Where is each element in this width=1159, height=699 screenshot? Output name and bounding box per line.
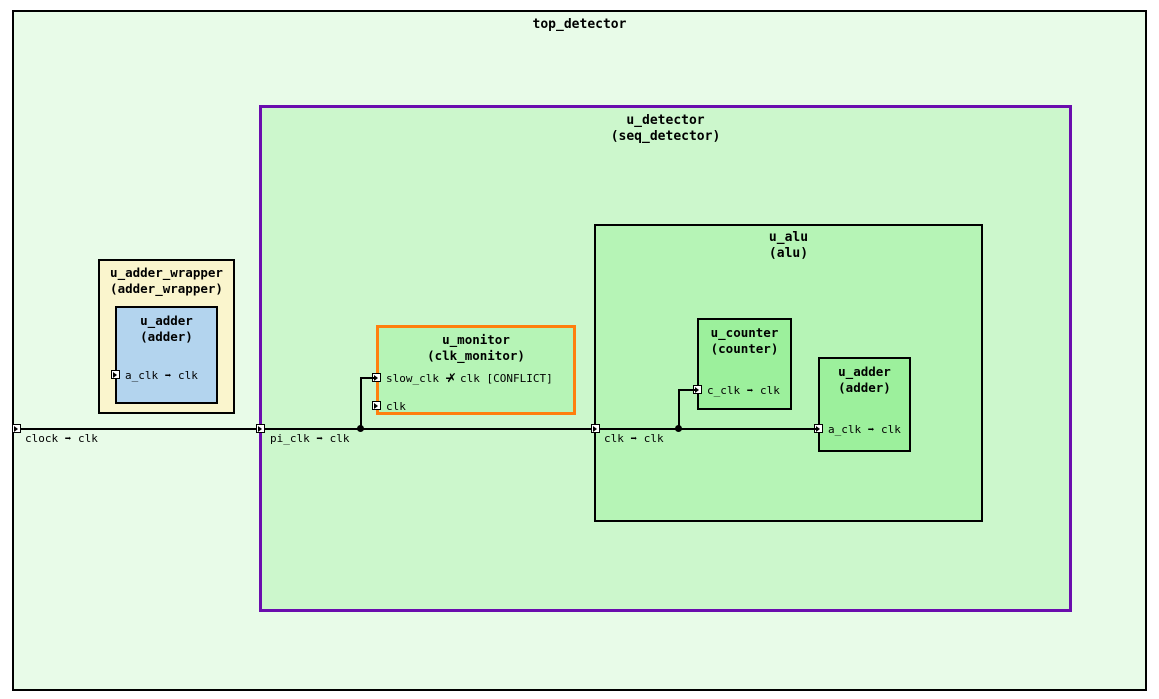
block-wrapper-u-adder-subtitle: (adder): [140, 329, 193, 344]
wire-branch-monitor-horizontal: [360, 377, 374, 379]
signal-label-alu-adder-a-clk: a_clk ➡ clk: [828, 423, 901, 436]
wire-branch-counter-vertical: [678, 389, 680, 429]
block-u-detector-subtitle: (seq_detector): [610, 129, 721, 144]
wire-branch-counter-horizontal: [678, 389, 695, 391]
conflict-x-icon: ✗: [447, 368, 457, 386]
wire-branch-monitor-vertical: [360, 378, 362, 429]
port-marker-alu-clk[interactable]: [591, 424, 600, 433]
block-u-counter-title: u_counter: [710, 325, 779, 340]
block-u-counter-subtitle: (counter): [710, 341, 779, 356]
port-marker-monitor-clk[interactable]: [372, 401, 381, 410]
junction-dot-monitor: [357, 425, 364, 432]
block-wrapper-u-adder-title: u_adder: [140, 313, 193, 328]
signal-label-wrapper-adder-a-clk: a_clk ➡ clk: [125, 369, 198, 382]
port-marker-detector-pi-clk[interactable]: [256, 424, 265, 433]
block-u-monitor-subtitle: (clk_monitor): [427, 348, 525, 363]
block-alu-u-adder-title: u_adder: [838, 364, 891, 379]
wire-main-clock-spine: [12, 428, 817, 430]
block-alu-u-adder-subtitle: (adder): [838, 380, 891, 395]
signal-label-counter-c-clk: c_clk ➡ clk: [707, 384, 780, 397]
signal-label-monitor-slow-clk-left: slow_clk ➡: [386, 372, 453, 385]
junction-dot-counter: [675, 425, 682, 432]
port-marker-wrapper-adder-a-clk[interactable]: [111, 370, 120, 379]
block-u-adder-wrapper-subtitle: (adder_wrapper): [110, 281, 223, 296]
block-u-monitor[interactable]: u_monitor (clk_monitor): [376, 325, 576, 415]
signal-label-monitor-clk: clk: [386, 400, 406, 413]
block-u-alu-title: u_alu: [768, 230, 809, 245]
port-marker-top-clock[interactable]: [12, 424, 21, 433]
signal-label-monitor-slow-clk-right: clk [CONFLICT]: [460, 372, 553, 385]
signal-label-alu-clk: clk ➡ clk: [604, 432, 664, 445]
signal-label-detector-pi-clk: pi_clk ➡ clk: [270, 432, 350, 445]
signal-label-top-clock: clock ➡ clk: [25, 432, 98, 445]
block-u-counter[interactable]: u_counter (counter): [697, 318, 792, 410]
block-u-adder-wrapper-title: u_adder_wrapper: [110, 265, 223, 280]
block-u-detector-title: u_detector: [626, 113, 705, 128]
block-wrapper-u-adder[interactable]: u_adder (adder): [115, 306, 218, 404]
block-top-detector-title: top_detector: [532, 17, 627, 32]
block-u-alu-subtitle: (alu): [768, 246, 809, 261]
block-u-monitor-title: u_monitor: [442, 332, 510, 347]
block-alu-u-adder[interactable]: u_adder (adder): [818, 357, 911, 452]
